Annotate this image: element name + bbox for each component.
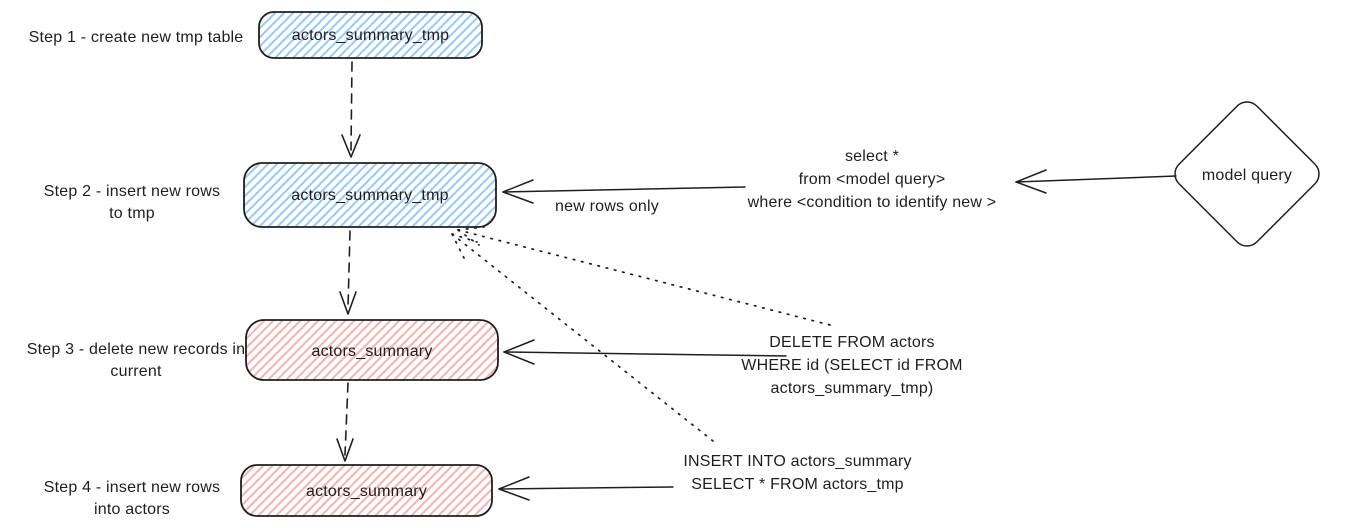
node-label-tmp-step2: actors_summary_tmp — [291, 187, 449, 204]
node-tmp-table-step2 — [243, 162, 497, 228]
step2-label: Step 2 - insert new rows to tmp — [43, 183, 221, 222]
node-label-summary-step3: actors_summary — [311, 343, 433, 360]
node-model-query-diamond — [1174, 101, 1320, 247]
new-rows-only-label: new rows only — [555, 198, 659, 215]
select-query-text: select * from <model query> where <condi… — [747, 148, 997, 211]
node-label-tmp-step1: actors_summary_tmp — [291, 27, 450, 44]
step4-label: Step 4 - insert new rows into actors — [43, 479, 221, 518]
arrow-step3-to-step4 — [336, 382, 354, 462]
node-tmp-table-step1 — [258, 11, 483, 59]
insert-query-text: INSERT INTO actors_summary SELECT * FROM… — [683, 453, 912, 493]
delete-query-text: DELETE FROM actors WHERE id (SELECT id F… — [741, 334, 963, 397]
step3-label: Step 3 - delete new records in current — [26, 341, 246, 380]
model-query-label: model query — [1201, 167, 1293, 184]
arrow-select-query-to-tmp — [502, 179, 746, 204]
arrow-step1-to-step2 — [341, 61, 361, 158]
dotted-ref-delete-to-tmp — [457, 226, 831, 326]
node-actors-summary-step3 — [245, 319, 499, 381]
arrow-insert-query-to-summary — [498, 476, 674, 501]
arrow-delete-query-to-summary — [503, 339, 787, 365]
arrow-step2-to-step3 — [339, 230, 357, 315]
node-label-summary-step4: actors_summary — [305, 483, 428, 500]
arrow-model-query-to-select — [1015, 169, 1177, 194]
node-actors-summary-step4 — [240, 464, 493, 517]
step1-label: Step 1 - create new tmp table — [28, 29, 244, 46]
